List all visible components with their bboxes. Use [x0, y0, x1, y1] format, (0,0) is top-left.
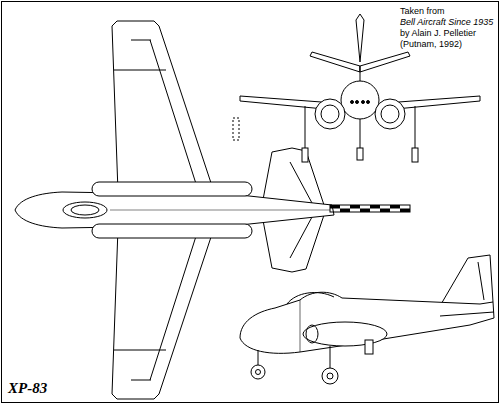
scale-segment — [380, 209, 390, 213]
source-note: by Alain J. Pelletier — [400, 28, 476, 39]
scale-segment — [350, 205, 360, 209]
source-note: Bell Aircraft Since 1935 — [400, 17, 493, 28]
scale-segment — [340, 209, 350, 213]
figure-caption: XP-83 — [8, 380, 47, 397]
scale-segment — [370, 205, 380, 209]
scale-segment — [400, 209, 410, 213]
scale-segment — [330, 205, 340, 209]
front-view — [233, 14, 480, 162]
side-view — [240, 255, 494, 384]
source-note: Taken from — [400, 6, 445, 17]
source-note: (Putnam, 1992) — [400, 39, 462, 50]
scale-segment — [360, 209, 370, 213]
scale-bar — [330, 205, 410, 212]
scale-segment — [390, 205, 400, 209]
